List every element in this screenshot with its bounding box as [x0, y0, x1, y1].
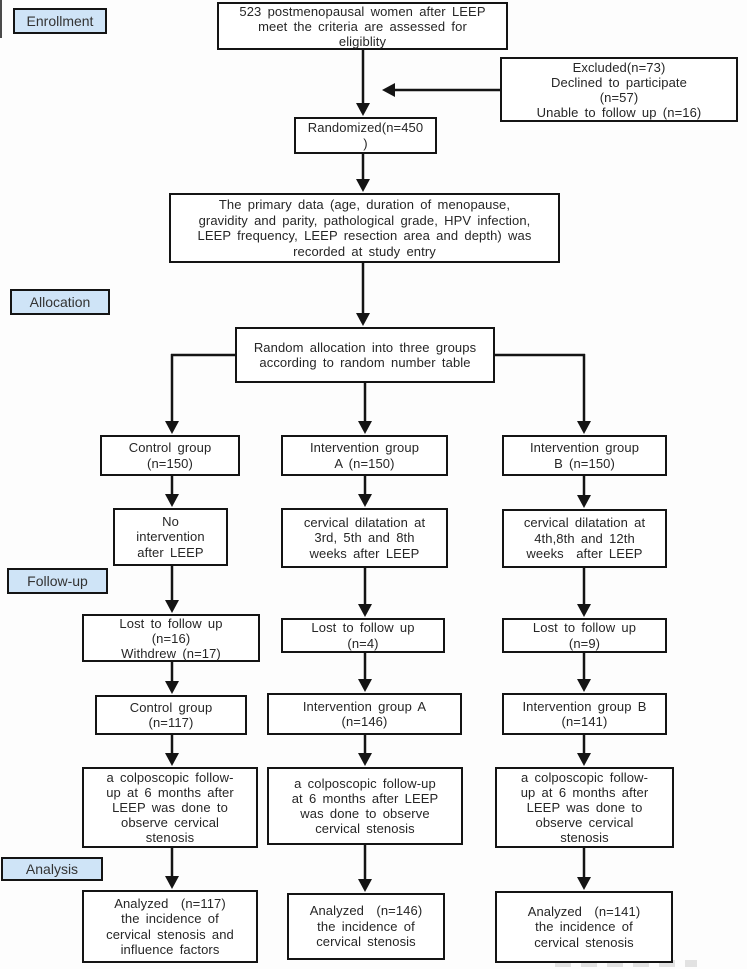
arrow-groupB150-to-dilatationB [577, 476, 591, 508]
node-intervention-b-141: Intervention group B (n=141) [502, 693, 667, 735]
node-lost-b: Lost to follow up (n=9) [502, 618, 667, 653]
arrow-colposcopicControl-to-analyzedControl [165, 848, 179, 889]
node-eligibility: 523 postmenopausal women after LEEP meet… [217, 2, 508, 50]
arrow-dilatationA-to-lostA [358, 568, 372, 617]
arrow-control150-to-nointervention [165, 476, 179, 507]
arrow-eligibility-to-randomized [356, 50, 370, 116]
node-intervention-a-146: Intervention group A (n=146) [267, 693, 462, 735]
node-primary-data: The primary data (age, duration of menop… [169, 193, 560, 263]
node-dilatation-a: cervical dilatation at 3rd, 5th and 8th … [281, 508, 448, 568]
node-analyzed-b: Analyzed (n=141) the incidence of cervic… [495, 891, 673, 963]
node-intervention-a-150: Intervention group A (n=150) [281, 435, 448, 476]
stage-label-allocation: Allocation [10, 289, 110, 315]
stage-label-enrollment: Enrollment [13, 8, 107, 34]
node-lost-control: Lost to follow up (n=16) Withdrew (n=17) [82, 614, 260, 662]
node-colposcopic-b: a colposcopic follow- up at 6 months aft… [495, 767, 674, 848]
arrow-nointervention-to-lostControl [165, 566, 179, 613]
arrow-dilatationB-to-lostB [577, 568, 591, 617]
arrow-allocation-to-groupA [358, 383, 372, 434]
watermark-smudge [555, 960, 697, 967]
stage-label-followup: Follow-up [7, 568, 108, 594]
arrow-lostA-to-groupA146 [358, 653, 372, 692]
arrow-randomized-to-primary [356, 154, 370, 192]
arrow-groupB141-to-colposcopicB [577, 735, 591, 766]
node-random-allocation: Random allocation into three groups acco… [235, 327, 495, 383]
arrow-colposcopicB-to-analyzedB [577, 848, 591, 890]
stage-label-analysis: Analysis [1, 857, 103, 881]
node-randomized: Randomized(n=450 ) [294, 117, 437, 154]
arrow-lostControl-to-control117 [165, 662, 179, 694]
node-lost-a: Lost to follow up (n=4) [281, 618, 445, 653]
arrow-control117-to-colposcopicControl [165, 735, 179, 766]
arrow-allocation-to-groupB [495, 353, 591, 434]
arrow-groupA150-to-dilatationA [358, 476, 372, 507]
node-intervention-b-150: Intervention group B (n=150) [502, 435, 667, 476]
node-colposcopic-control: a colposcopic follow- up at 6 months aft… [82, 767, 258, 848]
arrow-primary-to-allocation [356, 263, 370, 326]
node-control-group-150: Control group (n=150) [100, 435, 240, 476]
node-analyzed-control: Analyzed (n=117) the incidence of cervic… [82, 890, 258, 963]
node-excluded: Excluded(n=73) Declined to participate (… [500, 57, 738, 122]
node-dilatation-b: cervical dilatation at 4th,8th and 12th … [502, 509, 667, 568]
node-analyzed-a: Analyzed (n=146) the incidence of cervic… [287, 893, 445, 960]
arrow-groupA146-to-colposcopicA [358, 735, 372, 766]
node-control-group-117: Control group (n=117) [95, 695, 247, 735]
arrow-allocation-to-control [165, 353, 235, 434]
scan-edge-artifact [0, 0, 2, 38]
arrow-colposcopicA-to-analyzedA [358, 845, 372, 892]
node-colposcopic-a: a colposcopic follow-up at 6 months afte… [267, 767, 463, 845]
arrow-lostB-to-groupB141 [577, 653, 591, 692]
node-no-intervention: No intervention after LEEP [113, 508, 228, 566]
arrow-excluded-to-flow [382, 83, 500, 97]
